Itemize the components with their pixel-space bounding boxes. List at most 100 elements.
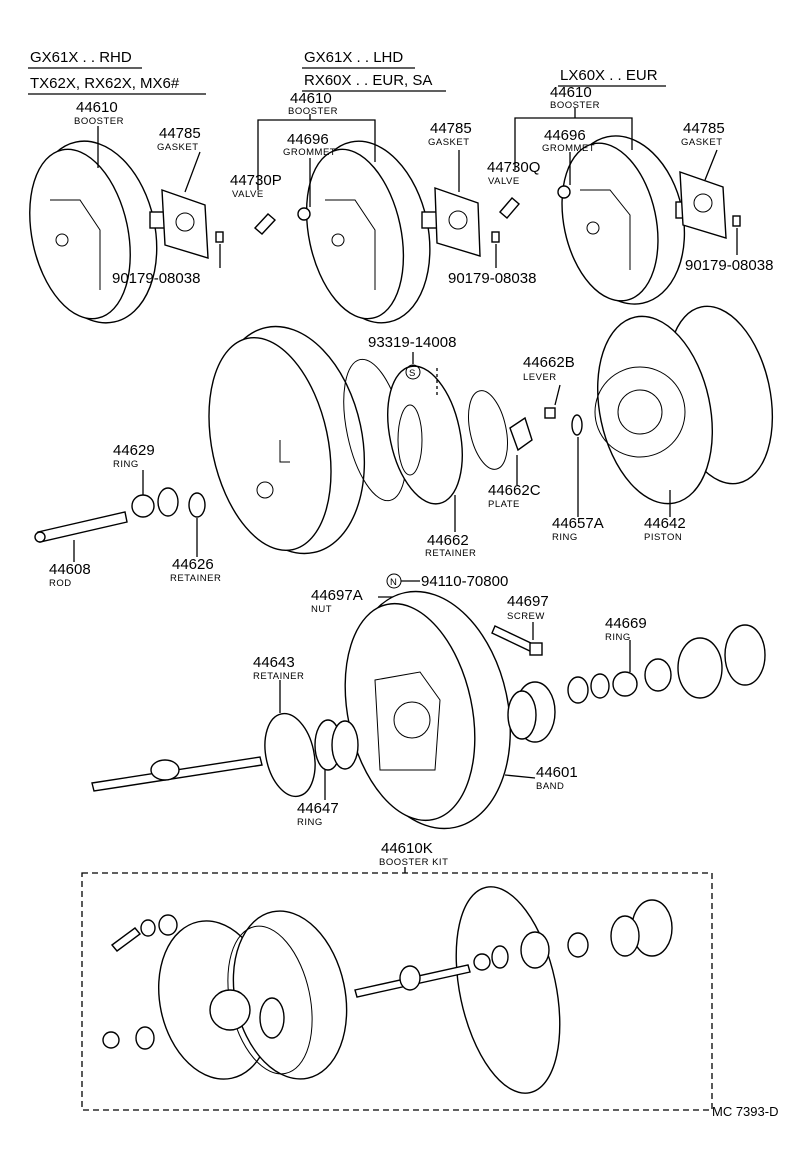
part-name: RING [113, 459, 139, 470]
header-mid-2: RX60X . . EUR, SA [304, 72, 432, 89]
booster-right [561, 135, 695, 305]
washer [644, 658, 672, 692]
kit-contents [102, 886, 673, 1094]
nut-right [732, 215, 741, 227]
ring-44629 [131, 494, 155, 518]
part-number: 44730Q [487, 159, 540, 176]
header-left-1: GX61X . . RHD [30, 49, 132, 66]
part-name: RING [297, 817, 323, 828]
s-symbol-circle [405, 364, 421, 380]
part-name: BOOSTER [288, 106, 338, 117]
diaphragm [343, 358, 508, 505]
gasket-mid [434, 187, 481, 257]
part-number: 44610K [381, 840, 433, 857]
part-name: GROMMET [283, 147, 336, 158]
push-rod [91, 756, 263, 792]
gasket-right [679, 170, 727, 239]
part-name: RING [552, 532, 578, 543]
screw-head [529, 642, 543, 656]
part-name: VALVE [488, 176, 520, 187]
valve-mid [253, 213, 277, 235]
part-number: 90179-08038 [448, 270, 536, 287]
ring-44657a [571, 414, 583, 436]
symbol-n: N [390, 577, 397, 588]
part-number: 44629 [113, 442, 155, 459]
part-number: 44697 [507, 593, 549, 610]
retainer-44626 [188, 492, 206, 518]
part-name: RING [605, 632, 631, 643]
part-number: 90179-08038 [112, 270, 200, 287]
part-number: 44697A [311, 587, 363, 604]
part-name: GASKET [681, 137, 723, 148]
part-number: 44647 [297, 800, 339, 817]
part-name: VALVE [232, 189, 264, 200]
part-name: BOOSTER KIT [379, 857, 448, 868]
part-number: 44662B [523, 354, 575, 371]
symbol-s: S [409, 368, 416, 379]
rear-shell [344, 590, 511, 830]
seal [157, 487, 179, 517]
part-number: 90179-08038 [685, 257, 773, 274]
part-name: BOOSTER [74, 116, 124, 127]
washer [567, 676, 589, 704]
header-right-1: LX60X . . EUR [560, 67, 658, 84]
part-name: ROD [49, 578, 72, 589]
part-name: GASKET [428, 137, 470, 148]
part-name: GROMMET [542, 143, 595, 154]
part-number: 44662C [488, 482, 541, 499]
ring [331, 720, 359, 770]
part-number: 44785 [683, 120, 725, 137]
part-number: 44696 [287, 131, 329, 148]
part-number: 44730P [230, 172, 282, 189]
part-name: NUT [311, 604, 332, 615]
part-number: 44662 [427, 532, 469, 549]
part-number: 44626 [172, 556, 214, 573]
part-number: 44669 [605, 615, 647, 632]
part-number: 94110-70800 [421, 573, 508, 590]
part-name: PLATE [488, 499, 520, 510]
rear-seal [507, 681, 556, 743]
gasket-left [161, 188, 209, 259]
part-number: 44657A [552, 515, 604, 532]
part-name: RETAINER [425, 548, 476, 559]
screw-44697 [491, 625, 536, 653]
booster-left [29, 140, 169, 324]
part-name: BOOSTER [550, 100, 600, 111]
part-number: 93319-14008 [368, 334, 456, 351]
nut-mid [491, 231, 500, 243]
part-name: RETAINER [170, 573, 221, 584]
washer [590, 673, 610, 699]
part-number: 44610 [290, 90, 332, 107]
kit-box [81, 872, 713, 1111]
nut-left [215, 231, 224, 243]
retainer-44643 [264, 712, 316, 798]
boot [677, 624, 766, 699]
part-name: SCREW [507, 611, 545, 622]
header-left-2: TX62X, RX62X, MX6# [30, 75, 180, 92]
part-name: PISTON [644, 532, 682, 543]
booster-mid [305, 140, 441, 324]
part-name: LEVER [523, 372, 557, 383]
grommet-mid [297, 207, 311, 221]
part-number: 44642 [644, 515, 686, 532]
piston-44642 [594, 305, 774, 505]
part-number: 44610 [76, 99, 118, 116]
lever-44662b [544, 407, 556, 419]
part-name: GASKET [157, 142, 199, 153]
part-number: 44601 [536, 764, 578, 781]
header-mid-1: GX61X . . LHD [304, 49, 403, 66]
part-number: 44643 [253, 654, 295, 671]
part-number: 44696 [544, 127, 586, 144]
part-name: RETAINER [253, 671, 304, 682]
grommet-right [557, 185, 571, 199]
part-name: BAND [536, 781, 564, 792]
front-shell [208, 325, 366, 555]
valve-right [499, 197, 520, 219]
part-number: 44608 [49, 561, 91, 578]
diagram-code: MC 7393-D [712, 1104, 778, 1119]
rod [34, 511, 128, 543]
ring-44669 [612, 671, 638, 697]
part-number: 44610 [550, 84, 592, 101]
plate-44662c [509, 416, 533, 452]
